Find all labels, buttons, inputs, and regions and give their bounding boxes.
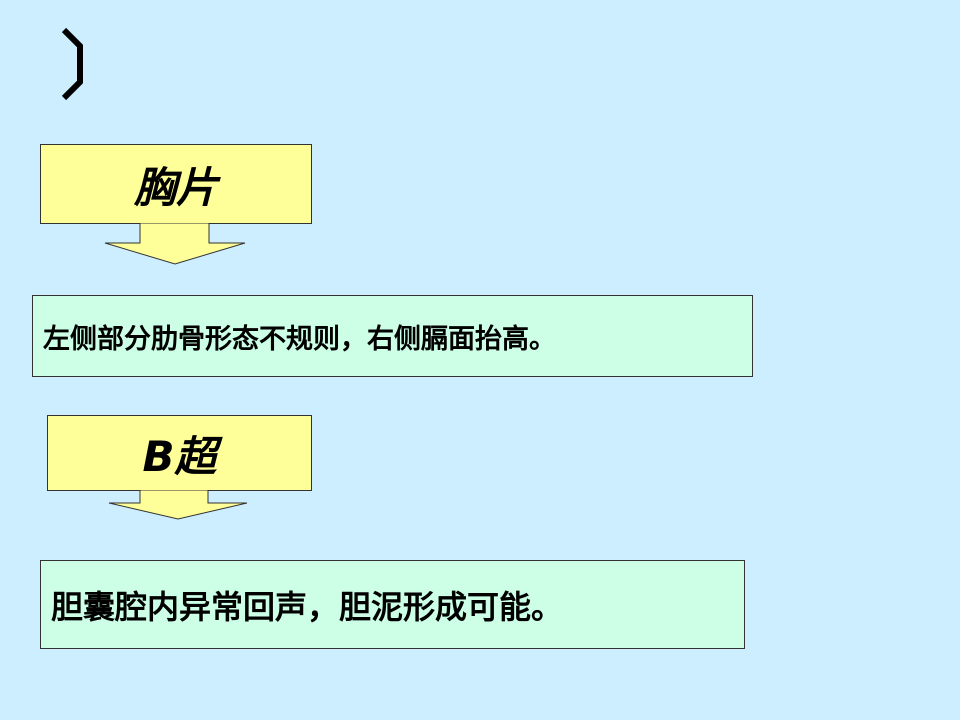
step-label-text: 胸片: [133, 162, 218, 212]
finding-text: 胆囊腔内异常回声，胆泥形成可能。: [51, 587, 564, 626]
finding-text: 左侧部分肋骨形态不规则，右侧膈面抬高。: [43, 323, 556, 355]
down-arrow-icon: [104, 223, 246, 265]
step-label-chest-xray: 胸片: [40, 144, 312, 224]
finding-box-ultrasound: 胆囊腔内异常回声，胆泥形成可能。: [40, 560, 745, 649]
down-arrow-icon: [108, 490, 248, 520]
step-label-text: B超: [142, 431, 217, 481]
bracket-icon: [61, 27, 83, 101]
finding-box-chest-xray: 左侧部分肋骨形态不规则，右侧膈面抬高。: [32, 295, 753, 377]
step-label-ultrasound: B超: [47, 415, 312, 491]
